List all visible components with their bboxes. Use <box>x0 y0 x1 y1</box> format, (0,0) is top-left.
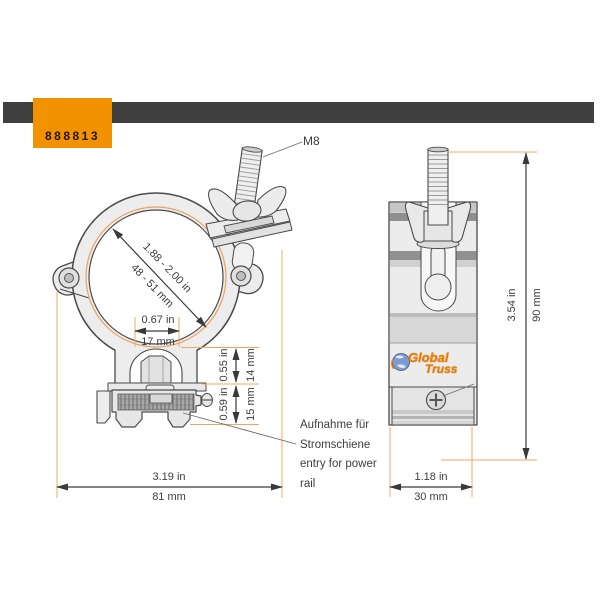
header-bar <box>3 102 594 123</box>
dim-slot-in: 0.67 in <box>141 314 175 326</box>
note-line-3: entry for power <box>300 458 377 470</box>
dim-height-mm: 90 mm <box>531 288 543 322</box>
rail-hook <box>96 390 111 424</box>
dim-depth-mm: 30 mm <box>414 491 448 503</box>
brand-logo-truss: Truss <box>425 362 458 376</box>
dim-width-mm: 81 mm <box>152 491 186 503</box>
side-view <box>388 146 478 426</box>
front-view <box>52 146 293 428</box>
product-code-badge: 888813 <box>33 98 112 148</box>
dim-slot-mm: 17 mm <box>141 336 175 348</box>
dim-lower-in: 0.59 in <box>218 387 230 421</box>
power-rail-note: Aufnahme für Stromschiene entry for powe… <box>300 416 377 494</box>
dim-height-in: 3.54 in <box>506 288 518 322</box>
dim-width-in: 3.19 in <box>152 471 186 483</box>
bolt-side <box>427 146 449 226</box>
dim-upper-mm: 14 mm <box>245 348 257 382</box>
dim-lower-mm: 15 mm <box>245 387 257 421</box>
tube-outline <box>85 206 227 348</box>
dim-depth-in: 1.18 in <box>414 471 448 483</box>
wing-nut-left-wing <box>208 188 239 221</box>
bolt-ball-end <box>424 273 452 301</box>
phillips-screw-icon <box>425 389 447 411</box>
note-line-1: Aufnahme für <box>300 419 370 431</box>
dim-upper-in: 0.55 in <box>218 348 230 382</box>
globe-icon <box>391 353 410 371</box>
wing-nut-right-wing <box>255 185 287 218</box>
note-line-4: rail <box>300 477 316 490</box>
product-code: 888813 <box>44 129 101 143</box>
dimension-lines <box>56 141 537 498</box>
note-line-2: Stromschiene <box>300 438 371 451</box>
bolt-size-label: M8 <box>303 134 320 148</box>
brand-logo-global: Global <box>408 350 449 365</box>
